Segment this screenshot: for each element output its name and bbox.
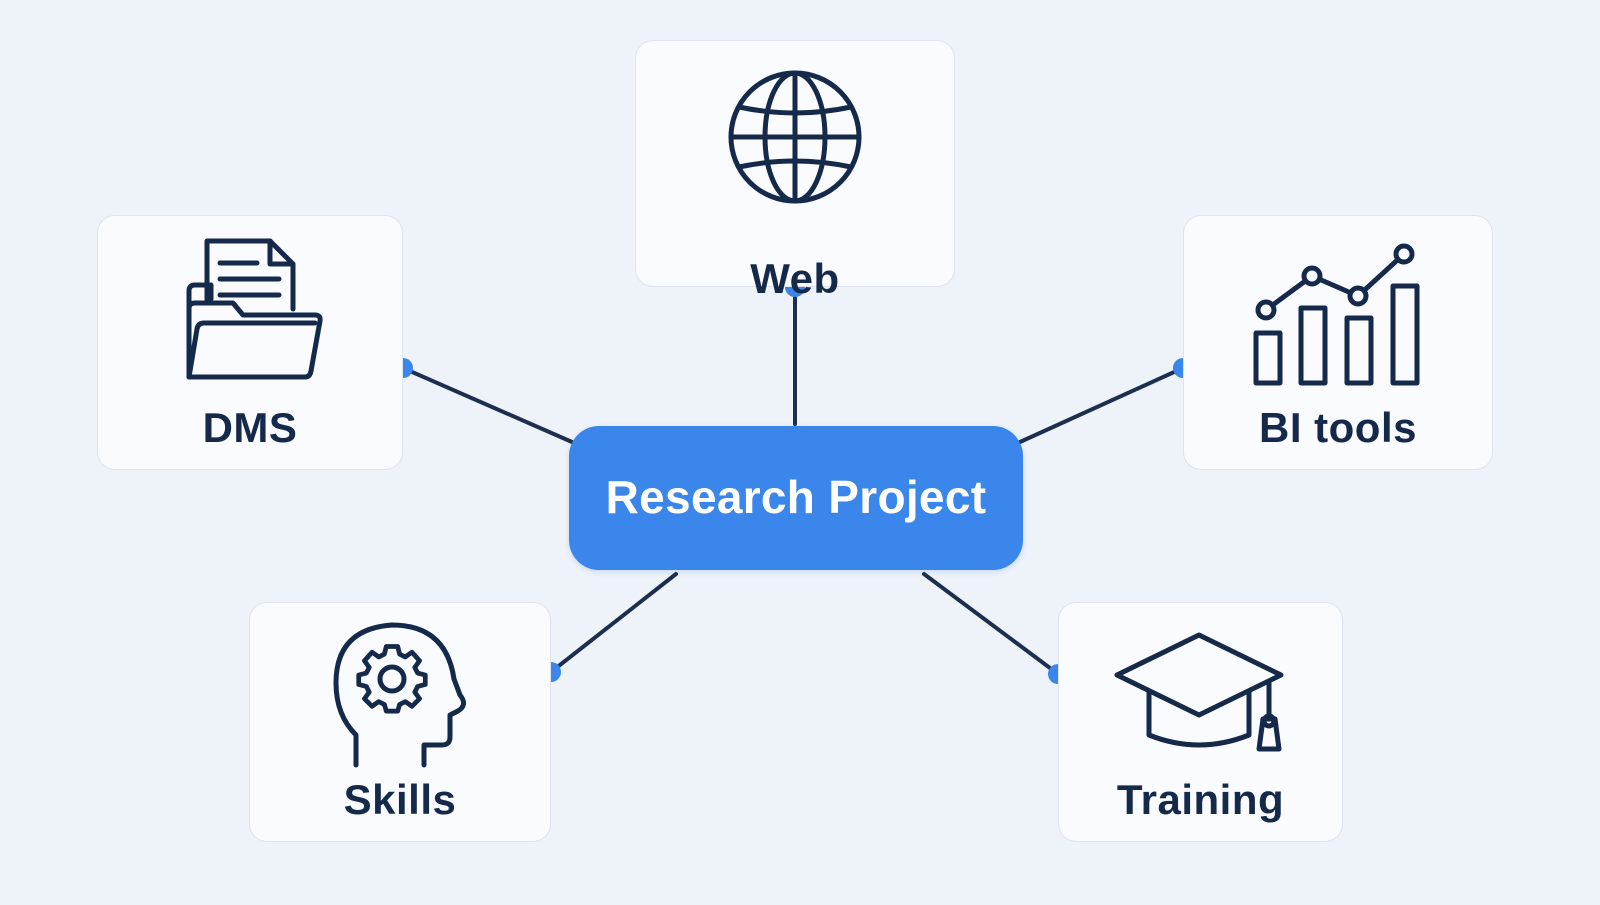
node-skills[interactable]: Skills [249,602,551,842]
node-label-training: Training [1116,776,1285,823]
center-node-label: Research Project [605,471,987,523]
node-dms[interactable]: DMS [97,215,403,470]
center-node[interactable]: Research Project [569,426,1023,570]
node-label-dms: DMS [202,404,298,451]
connector-bi-tools [1018,366,1185,444]
node-bi-tools[interactable]: BI tools [1183,215,1493,470]
connector-skills [549,572,678,674]
head-gear-icon [330,619,470,774]
node-web[interactable]: Web [635,40,955,302]
graduation-cap-icon [1111,631,1291,766]
connector-dms [401,366,574,444]
connector-training [922,572,1060,676]
globe-icon [725,67,865,212]
folder-document-icon [175,237,325,392]
node-label-bi-tools: BI tools [1259,404,1417,451]
node-training[interactable]: Training [1058,602,1343,842]
node-label-skills: Skills [343,776,457,823]
bar-line-chart-icon [1248,238,1428,393]
node-label-web: Web [750,255,840,302]
